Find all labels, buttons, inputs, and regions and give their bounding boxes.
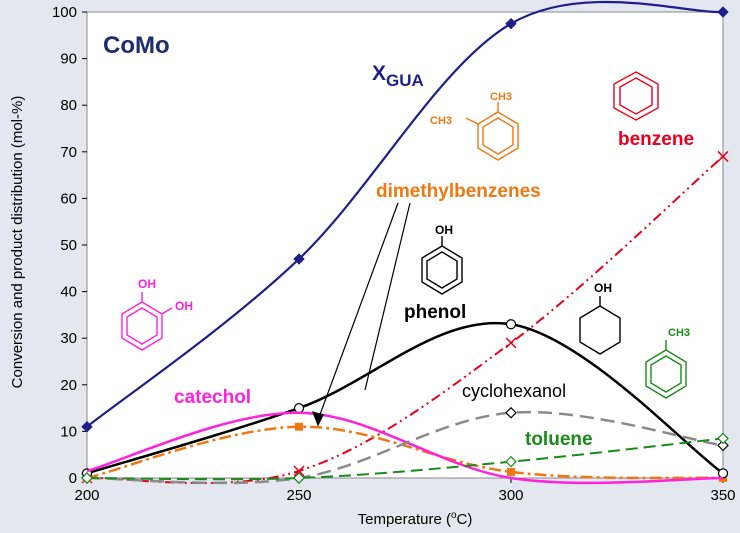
dimethylbenzenes-arrows <box>312 202 411 427</box>
phenol-structure <box>421 236 463 295</box>
x-axis: 200 250 300 350 <box>74 478 736 504</box>
data-point-toluene <box>717 432 729 445</box>
panel-label: CoMo <box>103 32 170 59</box>
y-tick-label: 0 <box>69 470 77 487</box>
x-tick-label: 300 <box>498 487 523 504</box>
series-line-x_gua <box>86 0 724 428</box>
y-tick-label: 100 <box>52 4 77 21</box>
y-tick-label: 30 <box>60 330 77 347</box>
series-line-dimethylbenzenes <box>86 425 724 480</box>
series-label-benzene: benzene <box>618 129 694 150</box>
x-tick-label: 250 <box>286 487 311 504</box>
data-point-benzene <box>717 150 729 162</box>
y-tick-label: 50 <box>60 237 77 254</box>
cyclohexanol-oh-label: OH <box>594 281 612 295</box>
series-line-cyclohexanol <box>86 410 724 485</box>
series-label-x-gua: XGUA <box>372 62 424 90</box>
toluene-ch3-label: CH3 <box>668 327 690 339</box>
data-point-cyclohexanol <box>505 406 517 419</box>
plot-area <box>86 11 724 479</box>
series-label-phenol: phenol <box>404 302 466 323</box>
y-axis: 0 10 20 30 40 50 60 70 80 90 100 <box>52 4 87 487</box>
y-axis-title: Conversion and product distribution (mol… <box>9 96 26 389</box>
y-tick-label: 80 <box>60 97 77 114</box>
y-tick-label: 10 <box>60 423 77 440</box>
data-point-cyclohexanol <box>717 439 729 452</box>
x-tick-label: 350 <box>710 487 735 504</box>
phenol-oh-label: OH <box>435 223 453 237</box>
y-tick-label: 90 <box>60 51 77 68</box>
data-point-toluene <box>505 455 517 468</box>
data-point-toluene <box>293 472 305 484</box>
series-line-catechol <box>86 411 724 485</box>
data-point-phenol <box>717 468 729 479</box>
xylene-structure <box>465 102 519 161</box>
cyclohexanol-structure <box>579 296 621 355</box>
data-point-x_gua <box>505 17 517 30</box>
y-tick-label: 60 <box>60 190 77 207</box>
xylene-ch3-label: CH3 <box>430 115 452 127</box>
series-label-catechol: catechol <box>174 387 251 408</box>
series-layer <box>81 0 729 485</box>
toluene-structure <box>645 340 687 399</box>
series-label-toluene: toluene <box>525 429 593 450</box>
data-point-x_gua <box>81 421 93 433</box>
data-point-phenol <box>293 403 305 414</box>
data-point-benzene <box>505 337 517 349</box>
series-label-cyclohexanol: cyclohexanol <box>462 381 566 401</box>
data-point-x_gua <box>717 6 729 18</box>
data-point-phenol <box>505 319 517 330</box>
data-point-benzene <box>293 465 305 477</box>
data-point-dimethylbenzenes <box>507 467 515 476</box>
catechol-structure <box>121 292 173 351</box>
y-tick-label: 70 <box>60 144 77 161</box>
x-axis-title: Temperature (oC) <box>358 510 473 528</box>
data-point-toluene <box>81 472 93 484</box>
x-tick-label: 200 <box>74 487 99 504</box>
series-line-phenol <box>86 321 724 475</box>
series-line-benzene <box>86 155 724 485</box>
catechol-oh-label: OH <box>138 277 156 291</box>
xylene-ch3-label: CH3 <box>490 91 512 103</box>
y-tick-label: 40 <box>60 284 77 301</box>
y-tick-label: 20 <box>60 377 77 394</box>
series-label-dimethylbenzenes: dimethylbenzenes <box>376 181 541 202</box>
benzene-structure <box>613 71 659 121</box>
data-point-dimethylbenzenes <box>295 422 303 431</box>
data-point-x_gua <box>293 253 305 265</box>
catechol-oh-label: OH <box>175 299 193 313</box>
series-line-toluene <box>86 437 724 481</box>
